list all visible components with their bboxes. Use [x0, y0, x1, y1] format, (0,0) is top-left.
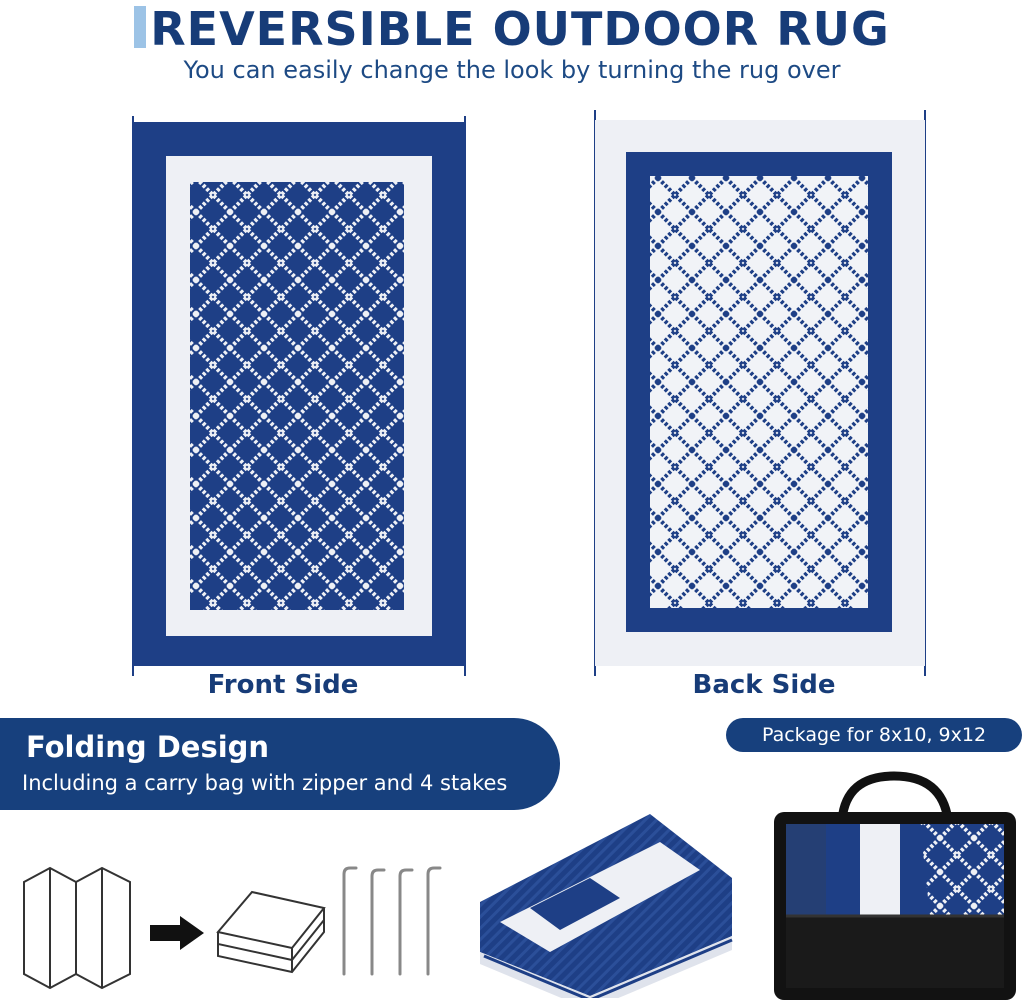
- back-side-label: Back Side: [692, 670, 836, 700]
- arrow-right-icon: [150, 916, 204, 950]
- folding-design-banner: [0, 718, 560, 810]
- page-subtitle: You can easily change the look by turnin…: [183, 56, 841, 84]
- folding-design-title: Folding Design: [26, 730, 270, 764]
- package-badge: Package for 8x10, 9x12: [726, 718, 1022, 752]
- title-accent-bar: [134, 6, 147, 48]
- front-rug-image: [132, 116, 466, 676]
- rolled-rug-icon: [480, 814, 733, 998]
- stakes-icon: [342, 866, 442, 976]
- carry-bag-icon: [774, 771, 1016, 1000]
- back-rug-image: [594, 110, 926, 676]
- folding-steps-icon: [23, 866, 131, 990]
- front-side-label: Front Side: [207, 670, 359, 700]
- title-text: REVERSIBLE OUTDOOR RUG: [150, 2, 890, 56]
- page-title: REVERSIBLE OUTDOOR RUG: [0, 2, 1024, 56]
- folded-rug-icon: [216, 890, 326, 974]
- folding-design-description: Including a carry bag with zipper and 4 …: [22, 771, 508, 795]
